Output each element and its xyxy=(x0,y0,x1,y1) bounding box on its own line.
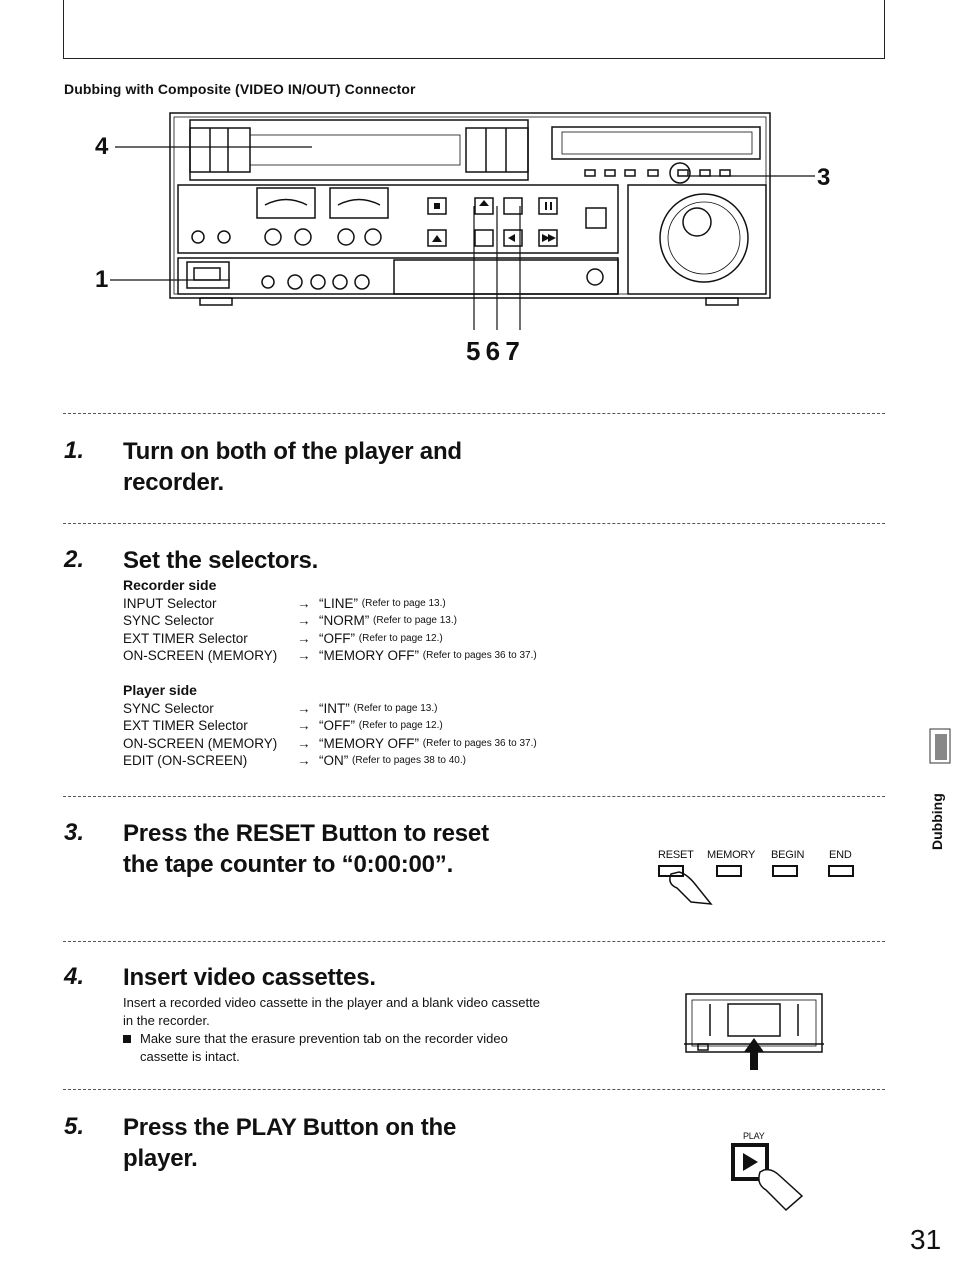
side-tab: Dubbing xyxy=(927,782,947,852)
end-button-icon xyxy=(828,865,854,877)
callout-567: 5 6 7 xyxy=(466,336,520,366)
pressing-finger-icon xyxy=(758,1168,804,1212)
step-1-title-line2: recorder. xyxy=(123,469,224,496)
step-5-title-line1: Press the PLAY Button on the xyxy=(123,1114,457,1141)
begin-label: BEGIN xyxy=(771,849,805,861)
begin-button-icon xyxy=(772,865,798,877)
recorder-side-heading: Recorder side xyxy=(123,577,217,593)
step-1-number: 1. xyxy=(64,437,85,464)
step-1-title-line1: Turn on both of the player and xyxy=(123,438,462,465)
step-3-title-line2: the tape counter to “0:00:00”. xyxy=(123,851,454,878)
callout-4: 4 xyxy=(95,133,109,160)
step-3-title: Press the RESET Button to reset the tape… xyxy=(123,818,489,880)
divider xyxy=(63,413,885,414)
play-triangle-icon xyxy=(743,1153,758,1171)
vcr-front-panel-illustration xyxy=(110,112,815,330)
divider xyxy=(63,796,885,797)
cassette-insert-illustration xyxy=(684,993,824,1070)
step-3-title-line1: Press the RESET Button to reset xyxy=(123,820,489,847)
step-4-title: Insert video cassettes. xyxy=(123,964,376,991)
divider xyxy=(63,1089,885,1090)
section-subheading: Dubbing with Composite (VIDEO IN/OUT) Co… xyxy=(64,81,416,97)
play-button-icon xyxy=(731,1143,769,1181)
player-side-block: Player side SYNC Selector → “INT” (Refer… xyxy=(123,682,537,770)
step-3-number: 3. xyxy=(64,819,85,846)
selector-row: EXT TIMER Selector → “OFF” (Refer to pag… xyxy=(123,630,443,646)
step-1-title: Turn on both of the player and recorder. xyxy=(123,436,462,498)
player-side-heading: Player side xyxy=(123,682,197,698)
pressing-finger-icon xyxy=(669,871,713,905)
header-frame xyxy=(63,0,885,59)
insert-arrow-icon xyxy=(744,1038,764,1070)
step-5-title: Press the PLAY Button on the player. xyxy=(123,1112,456,1174)
side-tab-marker xyxy=(929,728,951,764)
selector-row: EXT TIMER Selector → “OFF” (Refer to pag… xyxy=(123,718,443,734)
callout-1: 1 xyxy=(95,266,109,293)
recorder-side-block: Recorder side INPUT Selector → “LINE” (R… xyxy=(123,577,537,665)
memory-label: MEMORY xyxy=(707,849,756,861)
step-4-bullet: Make sure that the erasure prevention ta… xyxy=(123,1030,543,1066)
selector-row: ON-SCREEN (MEMORY) → “MEMORY OFF” (Refer… xyxy=(123,735,537,751)
divider xyxy=(63,941,885,942)
end-label: END xyxy=(829,849,852,861)
selector-row: SYNC Selector → “INT” (Refer to page 13.… xyxy=(123,700,438,716)
page-number: 31 xyxy=(910,1224,942,1255)
step-4-number: 4. xyxy=(64,963,85,990)
selector-row: INPUT Selector → “LINE” (Refer to page 1… xyxy=(123,595,446,611)
side-tab-label: Dubbing xyxy=(929,793,945,850)
selector-row: EDIT (ON-SCREEN) → “ON” (Refer to pages … xyxy=(123,753,466,769)
bullet-square-icon xyxy=(123,1035,131,1043)
play-label: PLAY xyxy=(743,1131,765,1141)
step-4-body: Insert a recorded video cassette in the … xyxy=(123,994,543,1066)
selector-row: SYNC Selector → “NORM” (Refer to page 13… xyxy=(123,613,457,629)
step-5-title-line2: player. xyxy=(123,1145,198,1172)
reset-label: RESET xyxy=(658,849,694,861)
selector-row: ON-SCREEN (MEMORY) → “MEMORY OFF” (Refer… xyxy=(123,648,537,664)
step-2-number: 2. xyxy=(64,546,85,573)
counter-buttons-illustration xyxy=(658,865,854,905)
step-4-text: Insert a recorded video cassette in the … xyxy=(123,995,540,1028)
step-5-number: 5. xyxy=(64,1113,85,1140)
callout-3: 3 xyxy=(817,164,831,191)
memory-button-icon xyxy=(716,865,742,877)
step-2-title: Set the selectors. xyxy=(123,547,319,574)
divider xyxy=(63,523,885,524)
play-button-illustration xyxy=(731,1143,804,1212)
